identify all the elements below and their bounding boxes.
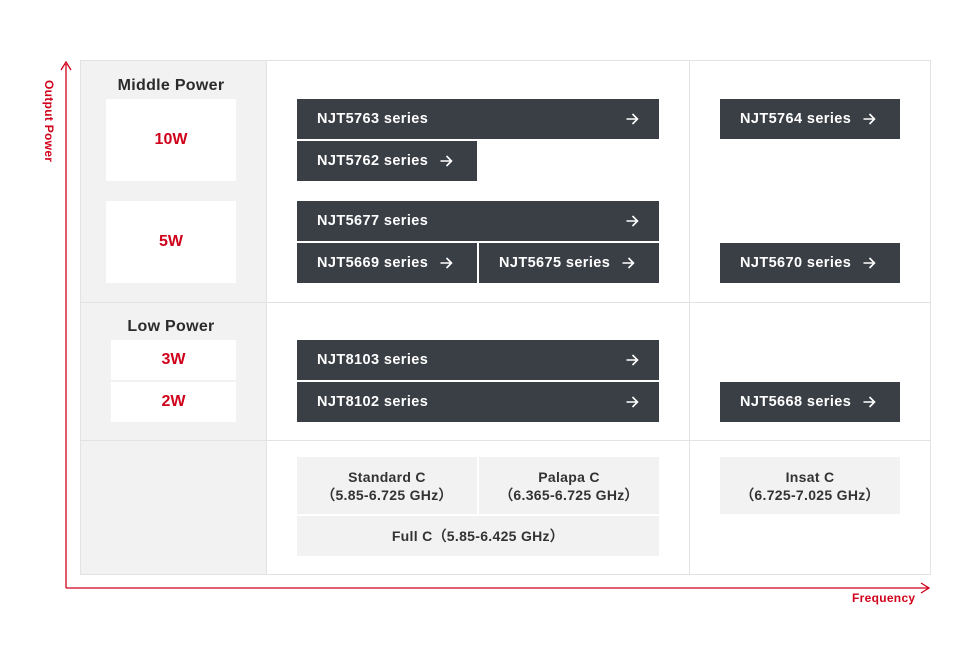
y-axis-arrow bbox=[60, 60, 72, 588]
arrow-right-icon bbox=[626, 396, 639, 408]
njt5677-series-label: NJT5677 series bbox=[317, 213, 429, 229]
njt8102-series-label: NJT8102 series bbox=[317, 394, 429, 410]
njt5677-series-button[interactable]: NJT5677 series bbox=[297, 201, 659, 241]
arrow-right-icon bbox=[440, 155, 453, 167]
grid-divider-vertical-1 bbox=[266, 61, 267, 574]
middle-power-title: Middle Power bbox=[117, 77, 225, 94]
arrow-right-icon bbox=[622, 257, 635, 269]
njt5670-series-label: NJT5670 series bbox=[740, 255, 852, 271]
band-insat-c-range: （6.725-7.025 GHz） bbox=[740, 486, 880, 503]
band-standard-c-name: Standard C bbox=[348, 468, 426, 485]
njt5762-series-button[interactable]: NJT5762 series bbox=[297, 141, 477, 181]
band-palapa-c-name: Palapa C bbox=[538, 468, 600, 485]
y-axis-label: Output Power bbox=[42, 80, 56, 163]
watt-2w-label: 2W bbox=[111, 382, 236, 422]
band-palapa-c-range: （6.365-6.725 GHz） bbox=[499, 486, 639, 503]
njt5668-series-button[interactable]: NJT5668 series bbox=[720, 382, 900, 422]
watt-3w-label: 3W bbox=[111, 340, 236, 380]
band-standard-c-range: （5.85-6.725 GHz） bbox=[321, 486, 453, 503]
njt5668-series-label: NJT5668 series bbox=[740, 394, 852, 410]
arrow-right-icon bbox=[863, 396, 876, 408]
band-insat-c-name: Insat C bbox=[785, 468, 835, 485]
band-full-c: Full C（5.85-6.425 GHz） bbox=[297, 516, 659, 556]
grid-divider-horizontal-2 bbox=[81, 440, 930, 441]
grid-divider-vertical-2 bbox=[689, 61, 690, 574]
band-full-c-label: Full C（5.85-6.425 GHz） bbox=[391, 528, 565, 544]
arrow-right-icon bbox=[440, 257, 453, 269]
grid-divider-horizontal-1 bbox=[81, 302, 930, 303]
arrow-right-icon bbox=[626, 354, 639, 366]
x-axis-arrow bbox=[66, 582, 931, 594]
band-insat-c: Insat C （6.725-7.025 GHz） bbox=[720, 457, 900, 514]
x-axis-label: Frequency bbox=[852, 591, 916, 605]
njt8103-series-label: NJT8103 series bbox=[317, 352, 429, 368]
njt5762-series-label: NJT5762 series bbox=[317, 153, 429, 169]
njt5669-series-label: NJT5669 series bbox=[317, 255, 429, 271]
arrow-right-icon bbox=[626, 113, 639, 125]
njt5675-series-label: NJT5675 series bbox=[499, 255, 611, 271]
band-standard-c: Standard C （5.85-6.725 GHz） bbox=[297, 457, 477, 514]
arrow-right-icon bbox=[863, 113, 876, 125]
watt-10w-label: 10W bbox=[106, 99, 236, 181]
watt-5w-label: 5W bbox=[106, 201, 236, 283]
njt5764-series-button[interactable]: NJT5764 series bbox=[720, 99, 900, 139]
band-palapa-c: Palapa C （6.365-6.725 GHz） bbox=[479, 457, 659, 514]
njt5763-series-label: NJT5763 series bbox=[317, 111, 429, 127]
arrow-right-icon bbox=[626, 215, 639, 227]
arrow-right-icon bbox=[863, 257, 876, 269]
njt5669-series-button[interactable]: NJT5669 series bbox=[297, 243, 477, 283]
njt5763-series-button[interactable]: NJT5763 series bbox=[297, 99, 659, 139]
njt8103-series-button[interactable]: NJT8103 series bbox=[297, 340, 659, 380]
njt8102-series-button[interactable]: NJT8102 series bbox=[297, 382, 659, 422]
njt5670-series-button[interactable]: NJT5670 series bbox=[720, 243, 900, 283]
low-power-title: Low Power bbox=[127, 318, 215, 335]
njt5764-series-label: NJT5764 series bbox=[740, 111, 852, 127]
njt5675-series-button[interactable]: NJT5675 series bbox=[479, 243, 659, 283]
